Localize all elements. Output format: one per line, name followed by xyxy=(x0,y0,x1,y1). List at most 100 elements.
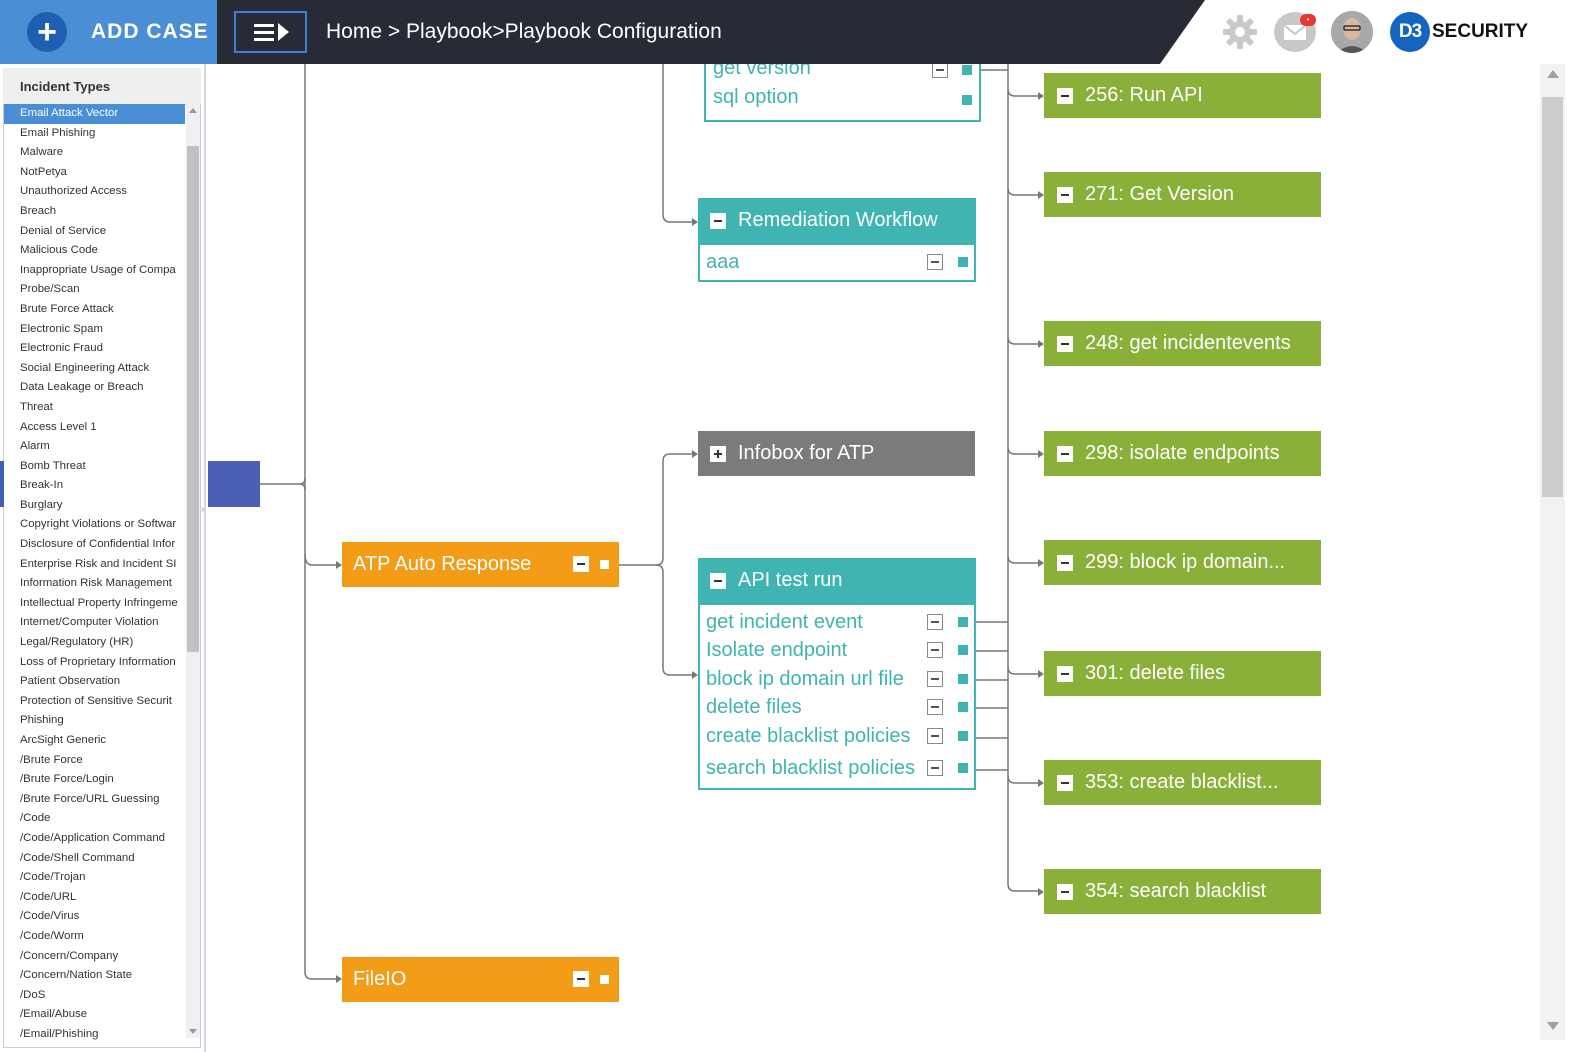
incident-type-item[interactable]: Legal/Regulatory (HR) xyxy=(20,636,134,649)
incident-type-item[interactable]: Alarm xyxy=(20,440,50,453)
incident-type-item[interactable]: /Code/Trojan xyxy=(20,871,86,884)
incident-type-item[interactable]: /Code/Application Command xyxy=(20,831,165,844)
incident-type-item[interactable]: /Email/Phishing xyxy=(20,1027,99,1040)
collapse-subtask-icon[interactable] xyxy=(927,671,943,687)
incident-type-item[interactable]: Threat xyxy=(20,400,53,413)
incident-type-item[interactable]: Electronic Fraud xyxy=(20,342,103,355)
output-port[interactable] xyxy=(958,617,968,627)
incident-type-item[interactable]: /Concern/Company xyxy=(20,949,119,962)
incident-type-item[interactable]: /Email/Abuse xyxy=(20,1008,88,1021)
incident-type-item[interactable]: /Brute Force xyxy=(20,753,83,766)
mail-button[interactable] xyxy=(1274,12,1316,52)
sub-task-row[interactable]: search blacklist policies xyxy=(706,757,915,779)
sub-task-row[interactable]: aaa xyxy=(706,251,740,273)
incident-type-item[interactable]: Break-In xyxy=(20,479,64,492)
output-port[interactable] xyxy=(600,975,609,984)
incident-type-item[interactable]: Breach xyxy=(20,204,57,217)
collapse-subtask-icon[interactable] xyxy=(927,760,943,776)
sub-task-row[interactable]: Isolate endpoint xyxy=(706,639,848,661)
incident-type-item[interactable]: Access Level 1 xyxy=(20,420,97,433)
sub-task-row[interactable]: block ip domain url file xyxy=(706,668,904,690)
collapse-subtask-icon[interactable] xyxy=(927,699,943,715)
collapse-node-icon[interactable] xyxy=(1057,665,1073,682)
incident-type-item[interactable]: Enterprise Risk and Incident SI xyxy=(20,557,177,570)
incident-type-item[interactable]: ArcSight Generic xyxy=(20,734,107,746)
incident-type-item[interactable]: Electronic Spam xyxy=(20,322,103,335)
add-case-button[interactable]: + ADD CASE xyxy=(0,0,217,64)
infobox-for-atp-node[interactable]: Infobox for ATP xyxy=(698,431,975,476)
collapse-node-icon[interactable] xyxy=(1057,87,1073,104)
command-node[interactable]: 353: create blacklist... xyxy=(1044,760,1321,805)
incident-type-item[interactable]: Probe/Scan xyxy=(20,283,80,296)
atp-auto-response-node[interactable]: ATP Auto Response xyxy=(342,542,619,587)
incident-type-item[interactable]: Protection of Sensitive Securit xyxy=(20,694,172,707)
output-port[interactable] xyxy=(958,645,968,655)
incident-type-item[interactable]: Data Leakage or Breach xyxy=(20,381,144,394)
incident-type-item[interactable]: Social Engineering Attack xyxy=(20,361,150,374)
command-node[interactable]: 299: block ip domain... xyxy=(1044,540,1321,585)
expand-node-icon[interactable] xyxy=(710,445,726,462)
incident-type-item[interactable]: /Brute Force/URL Guessing xyxy=(20,792,160,805)
incident-type-item[interactable]: /Code/URL xyxy=(20,890,77,903)
incident-type-item[interactable]: Internet/Computer Violation xyxy=(20,616,159,629)
sidebar-scrollbar[interactable] xyxy=(186,104,200,1038)
sidebar-scroll-thumb[interactable] xyxy=(187,146,199,652)
partial-workflow-node[interactable]: get version sql option xyxy=(704,64,981,122)
command-node[interactable]: 354: search blacklist xyxy=(1044,869,1321,914)
command-node[interactable]: 256: Run API xyxy=(1044,73,1321,118)
incident-type-item[interactable]: /Code/Shell Command xyxy=(20,851,135,864)
incident-type-item[interactable]: Inappropriate Usage of Compa xyxy=(20,263,176,276)
incident-type-item[interactable]: Email Phishing xyxy=(20,126,96,139)
sub-task-row[interactable]: get version xyxy=(713,64,811,79)
incident-type-item[interactable]: Burglary xyxy=(20,498,63,511)
collapse-subtask-icon[interactable] xyxy=(927,254,943,270)
command-node[interactable]: 298: isolate endpoints xyxy=(1044,431,1321,476)
sub-task-row[interactable]: sql option xyxy=(713,86,799,108)
canvas-scrollbar[interactable] xyxy=(1540,64,1565,1040)
incident-type-item[interactable]: /Brute Force/Login xyxy=(20,773,114,786)
incident-type-item[interactable]: Bomb Threat xyxy=(20,459,86,472)
output-port[interactable] xyxy=(958,674,968,684)
incident-type-item[interactable]: Email Attack Vector xyxy=(4,104,185,124)
incident-type-item[interactable]: /Code xyxy=(20,812,51,825)
fileio-node[interactable]: FileIO xyxy=(342,957,619,1002)
playbook-start-node[interactable] xyxy=(208,461,260,507)
incident-type-item[interactable]: /Concern/Nation State xyxy=(20,969,133,982)
incident-type-item[interactable]: /DoS xyxy=(20,988,46,1001)
breadcrumb-home[interactable]: Home xyxy=(326,20,383,43)
collapse-subtask-icon[interactable] xyxy=(927,642,943,658)
sub-task-row[interactable]: create blacklist policies xyxy=(706,725,911,747)
collapse-node-icon[interactable] xyxy=(573,556,589,572)
output-port[interactable] xyxy=(958,763,968,773)
incident-type-item[interactable]: Information Risk Management xyxy=(20,577,172,590)
scroll-down-arrow-icon[interactable] xyxy=(1547,1022,1559,1030)
collapse-subtask-icon[interactable] xyxy=(927,614,943,630)
menu-toggle-button[interactable] xyxy=(234,11,307,53)
breadcrumb-playbook[interactable]: Playbook xyxy=(405,20,493,43)
command-node[interactable]: 301: delete files xyxy=(1044,651,1321,696)
incident-type-item[interactable]: Unauthorized Access xyxy=(20,185,128,198)
collapse-subtask-icon[interactable] xyxy=(932,64,948,78)
incident-type-item[interactable]: Phishing xyxy=(20,714,64,727)
canvas-scroll-thumb[interactable] xyxy=(1542,97,1563,497)
collapse-handle-icon[interactable]: › xyxy=(201,504,205,515)
collapse-node-icon[interactable] xyxy=(710,212,726,229)
sub-task-row[interactable]: get incident event xyxy=(706,611,863,633)
remediation-workflow-node[interactable]: Remediation Workflow aaa xyxy=(698,198,976,282)
scroll-up-arrow-icon[interactable] xyxy=(189,108,197,113)
incident-type-item[interactable]: /Code/Virus xyxy=(20,910,80,923)
collapse-node-icon[interactable] xyxy=(1057,335,1073,352)
output-port[interactable] xyxy=(600,560,609,569)
incident-type-item[interactable]: /Code/Worm xyxy=(20,929,84,942)
command-node[interactable]: 248: get incidentevents xyxy=(1044,321,1321,366)
collapse-node-icon[interactable] xyxy=(1057,883,1073,900)
collapse-node-icon[interactable] xyxy=(1057,774,1073,791)
incident-type-item[interactable]: Brute Force Attack xyxy=(20,302,114,315)
incident-type-item[interactable]: Denial of Service xyxy=(20,224,107,237)
incident-type-item[interactable]: NotPetya xyxy=(20,165,67,178)
incident-type-item[interactable]: Malicious Code xyxy=(20,244,98,257)
incident-type-item[interactable]: Malware xyxy=(20,146,64,159)
output-port[interactable] xyxy=(958,257,968,267)
collapse-node-icon[interactable] xyxy=(1057,445,1073,462)
